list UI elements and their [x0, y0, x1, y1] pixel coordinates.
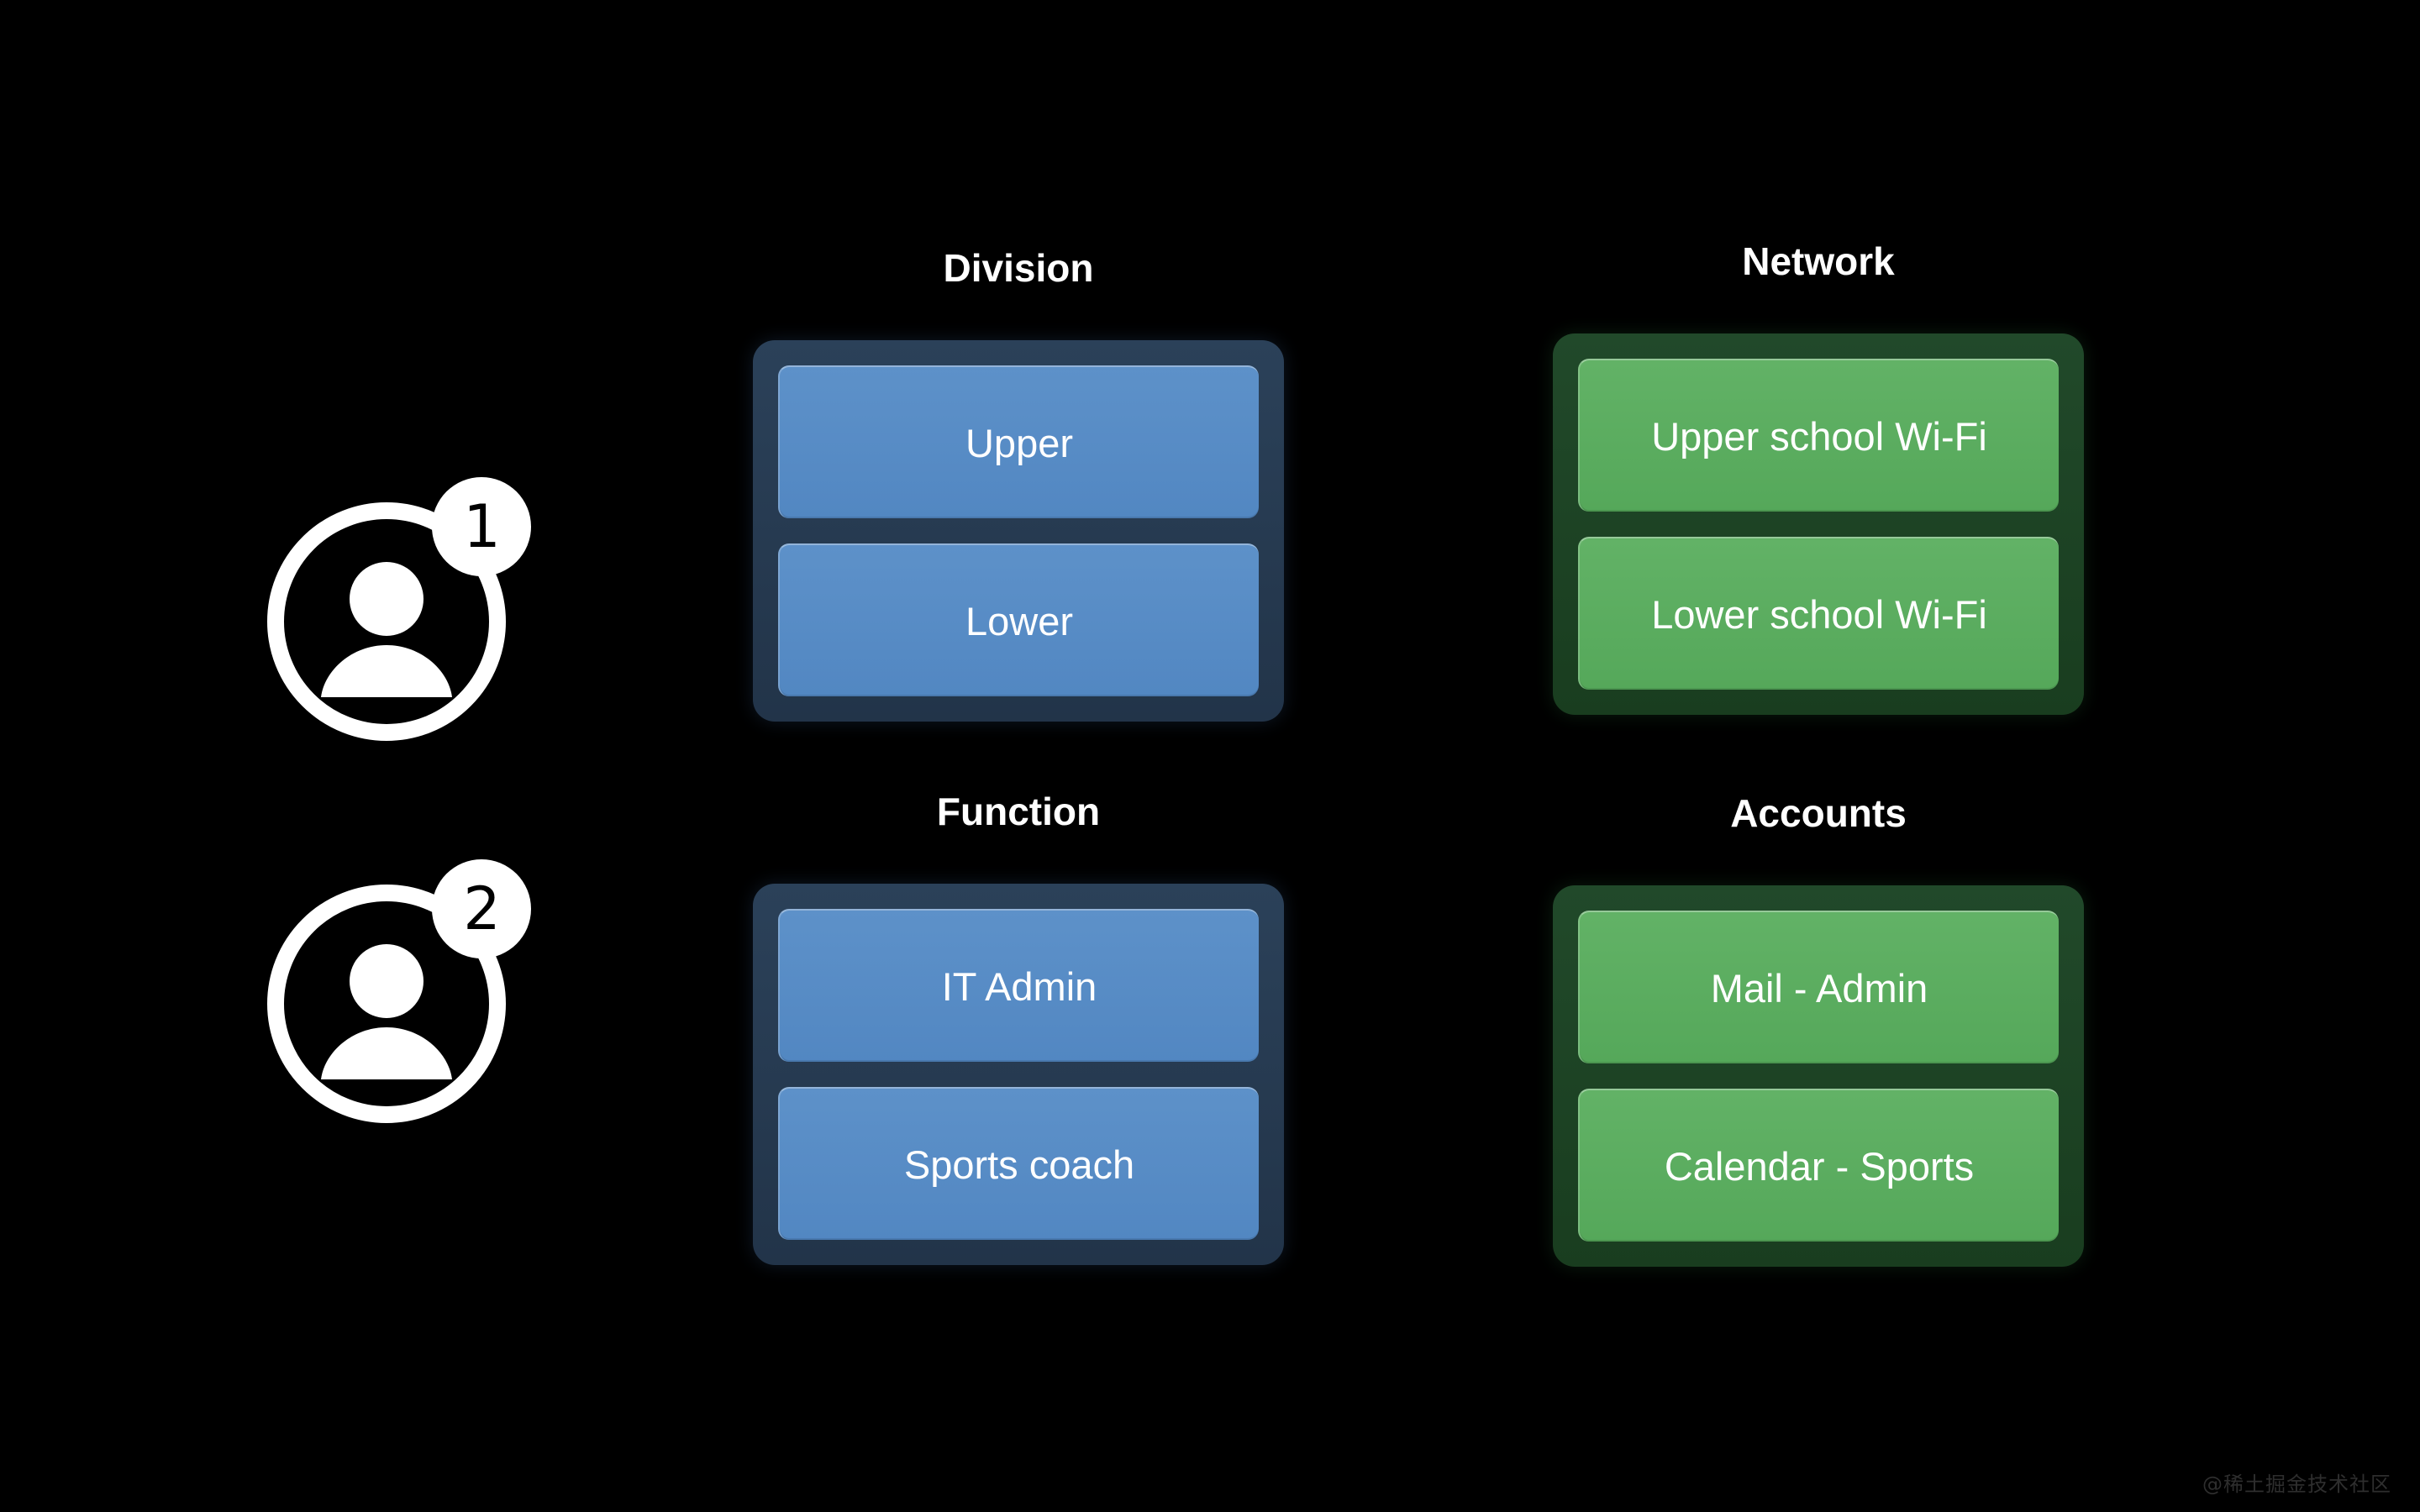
group-container-network: Upper school Wi-Fi Lower school Wi-Fi — [1553, 333, 2084, 715]
group-title-network: Network — [1742, 239, 1895, 283]
user-avatar-2[interactable]: 2 — [260, 859, 531, 1130]
group-card-lower-school-wifi[interactable]: Lower school Wi-Fi — [1578, 537, 2059, 690]
group-container-division: Upper Lower — [753, 340, 1284, 722]
group-card-upper[interactable]: Upper — [778, 365, 1259, 518]
group-card-mail-admin[interactable]: Mail - Admin — [1578, 911, 2059, 1063]
user-badge-number: 1 — [432, 477, 531, 576]
group-card-sports-coach[interactable]: Sports coach — [778, 1087, 1259, 1240]
group-division: Division Upper Lower — [753, 249, 1284, 722]
user-avatar-1[interactable]: 1 — [260, 477, 531, 748]
group-network: Network Upper school Wi-Fi Lower school … — [1553, 242, 2084, 715]
group-title-function: Function — [936, 790, 1101, 833]
group-card-lower[interactable]: Lower — [778, 543, 1259, 696]
group-card-calendar-sports[interactable]: Calendar - Sports — [1578, 1089, 2059, 1242]
group-title-division: Division — [943, 246, 1094, 290]
person-circle-icon — [260, 496, 513, 748]
group-container-function: IT Admin Sports coach — [753, 884, 1284, 1265]
person-circle-icon — [260, 878, 513, 1130]
group-container-accounts: Mail - Admin Calendar - Sports — [1553, 885, 2084, 1267]
group-title-accounts: Accounts — [1730, 791, 1907, 835]
user-badge-number: 2 — [432, 859, 531, 958]
group-card-upper-school-wifi[interactable]: Upper school Wi-Fi — [1578, 359, 2059, 512]
user-avatar-column: 1 2 — [252, 0, 605, 1512]
watermark: @稀土掘金技术社区 — [2202, 1473, 2391, 1496]
group-accounts: Accounts Mail - Admin Calendar - Sports — [1553, 794, 2084, 1267]
group-function: Function IT Admin Sports coach — [753, 792, 1284, 1265]
group-card-it-admin[interactable]: IT Admin — [778, 909, 1259, 1062]
